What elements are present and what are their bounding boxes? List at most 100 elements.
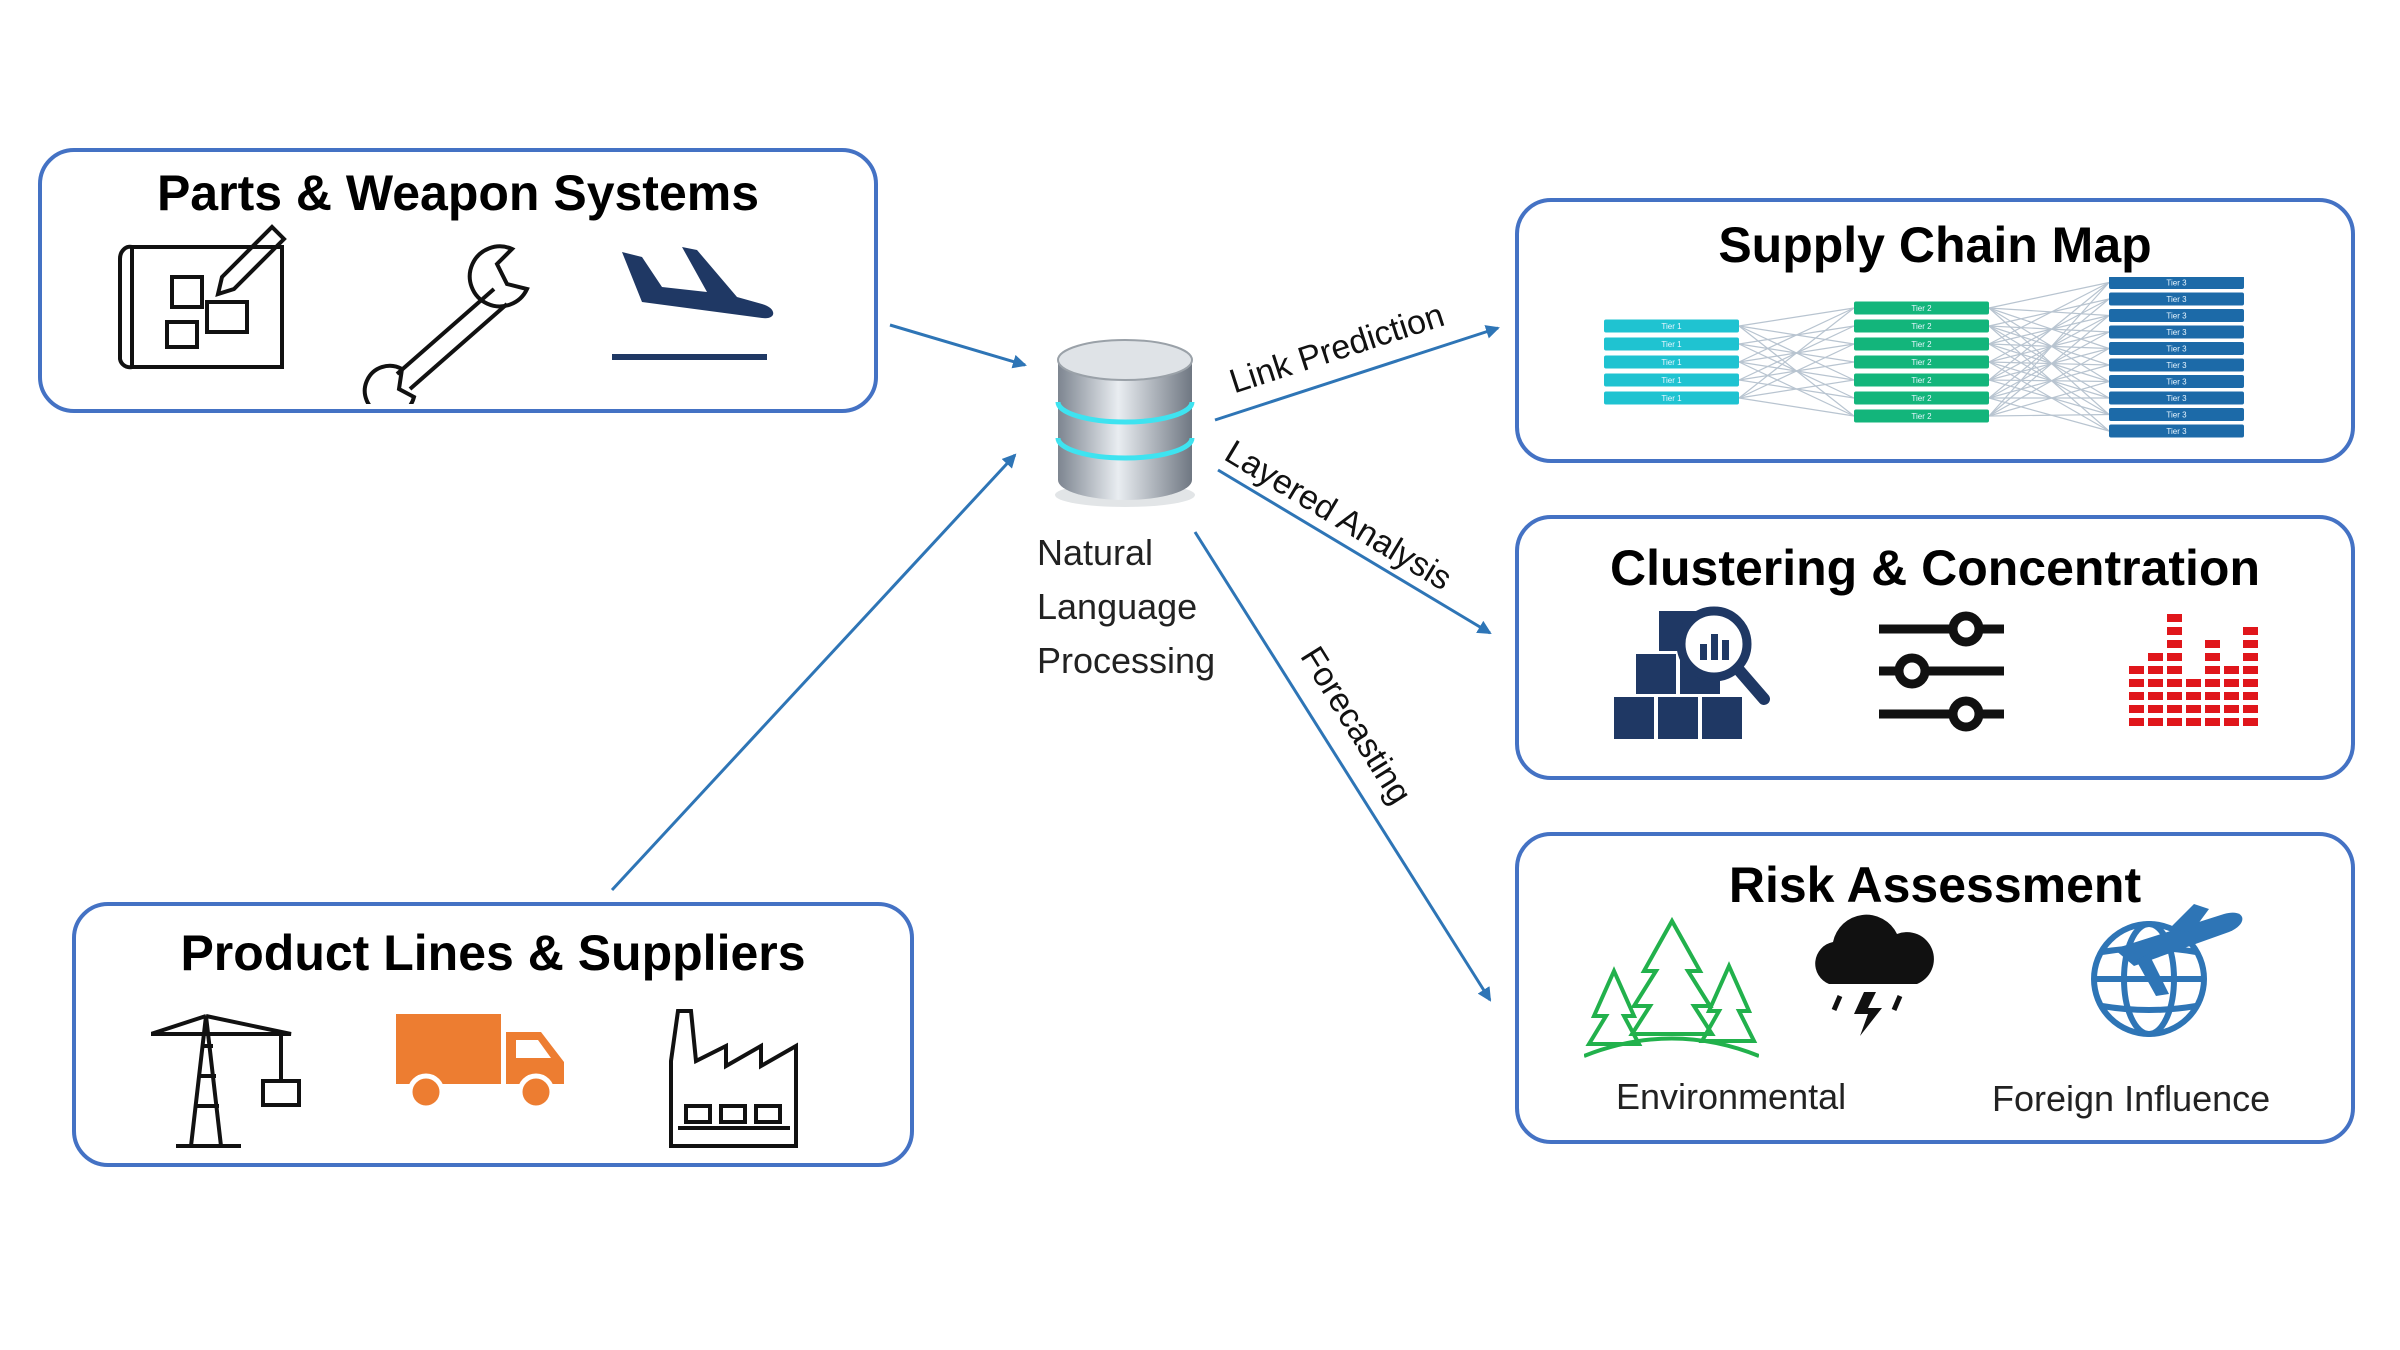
- nlp-label-line-2: Language: [1037, 586, 1198, 627]
- tier-node-label: Tier 2: [1911, 394, 1932, 403]
- tier-node: [2109, 292, 2244, 306]
- equalizer-segment: [2186, 692, 2201, 700]
- tier-node: [1604, 319, 1739, 333]
- tier-node-label: Tier 3: [2166, 411, 2187, 420]
- tier-node: [2109, 277, 2244, 289]
- tier-node: [1854, 391, 1989, 405]
- tier-link: [1738, 343, 1855, 399]
- tier-link: [1988, 307, 2110, 383]
- boxes-magnifier-icon: [1614, 606, 1770, 739]
- equalizer-segment: [2167, 614, 2182, 622]
- equalizer-segment: [2148, 666, 2163, 674]
- equalizer-segment: [2167, 692, 2182, 700]
- tier-link: [1738, 379, 1855, 399]
- tier-link: [1988, 347, 2110, 417]
- tier-node: [1854, 373, 1989, 387]
- tier-link: [1988, 315, 2110, 417]
- tier-node: [2109, 309, 2244, 322]
- equalizer-segment: [2148, 653, 2163, 661]
- tier-link: [1988, 325, 2110, 432]
- clustering-concentration-box: Clustering & Concentration: [1515, 515, 2355, 780]
- tier-node-label: Tier 1: [1661, 394, 1682, 403]
- equalizer-segment: [2224, 679, 2239, 687]
- tier-link: [1988, 331, 2110, 363]
- equalizer-segment: [2129, 718, 2144, 726]
- tier-link: [1988, 397, 2110, 432]
- equalizer-segment: [2148, 718, 2163, 726]
- nlp-label-line-3: Processing: [1037, 640, 1216, 681]
- truck-icon: [396, 1014, 564, 1111]
- tier-link: [1738, 397, 1855, 417]
- equalizer-segment: [2167, 718, 2182, 726]
- tier-node: [1604, 373, 1739, 387]
- database-icon: [1055, 339, 1195, 507]
- tier-node: [2109, 342, 2244, 355]
- tier-node-label: Tier 3: [2166, 378, 2187, 387]
- airplane-landing-icon: [612, 247, 774, 360]
- tier-node: [2109, 408, 2244, 421]
- tier-node: [2109, 391, 2244, 405]
- forest-icon: [1584, 916, 1759, 1058]
- equalizer-segment: [2243, 705, 2258, 713]
- tier-link: [1988, 347, 2110, 381]
- tier-link: [1988, 343, 2110, 383]
- tier-link: [1988, 298, 2110, 327]
- tier-link: [1738, 307, 1855, 327]
- nlp-label-line-1: Natural: [1037, 532, 1154, 573]
- equalizer-segment: [2205, 679, 2220, 687]
- tier-node: [1854, 301, 1989, 315]
- equalizer-segment: [2243, 718, 2258, 726]
- tier-link: [1738, 307, 1855, 363]
- tier-link: [1988, 325, 2110, 399]
- equalizer-segment: [2186, 718, 2201, 726]
- equalizer-bars-icon: [2129, 614, 2258, 726]
- risk-assessment-title: Risk Assessment: [1728, 857, 2142, 913]
- equalizer-segment: [2243, 640, 2258, 648]
- tier-node-label: Tier 1: [1661, 376, 1682, 385]
- tier-node: [1854, 337, 1989, 351]
- tier-link: [1988, 282, 2110, 417]
- tier-node-label: Tier 3: [2166, 345, 2187, 354]
- tier-node-label: Tier 3: [2166, 328, 2187, 337]
- equalizer-segment: [2205, 653, 2220, 661]
- tier-link: [1988, 343, 2110, 416]
- equalizer-segment: [2243, 692, 2258, 700]
- tier-node-label: Tier 2: [1911, 340, 1932, 349]
- tier-link: [1988, 413, 2110, 417]
- tier-node: [2109, 358, 2244, 372]
- tier-link: [1988, 325, 2110, 333]
- equalizer-segment: [2224, 705, 2239, 713]
- tier-node-label: Tier 3: [2166, 295, 2187, 304]
- equalizer-segment: [2148, 705, 2163, 713]
- tier-link: [1988, 325, 2110, 366]
- tier-link: [1988, 343, 2110, 350]
- tier-link: [1988, 281, 2110, 345]
- arrow-products-to-nlp: [610, 453, 1017, 892]
- tier-link: [1988, 307, 2110, 350]
- tier-link: [1988, 307, 2110, 317]
- tier-node: [1854, 319, 1989, 333]
- equalizer-segment: [2148, 692, 2163, 700]
- risk-assessment-box: Risk Assessment Environmental Foreign In…: [1515, 832, 2355, 1144]
- equalizer-segment: [2243, 666, 2258, 674]
- equalizer-segment: [2186, 705, 2201, 713]
- tier-link: [1988, 379, 2110, 383]
- arrow-forecasting: [1193, 531, 1492, 1002]
- equalizer-segment: [2167, 666, 2182, 674]
- equalizer-segment: [2129, 692, 2144, 700]
- storm-cloud-icon: [1815, 914, 1934, 1036]
- tier-node: [2109, 424, 2244, 438]
- environmental-label: Environmental: [1616, 1076, 1847, 1117]
- equalizer-segment: [2129, 679, 2144, 687]
- product-lines-suppliers-title: Product Lines & Suppliers: [180, 925, 806, 981]
- factory-icon: [669, 1009, 798, 1148]
- clustering-concentration-title: Clustering & Concentration: [1609, 540, 2261, 596]
- equalizer-segment: [2224, 666, 2239, 674]
- arrow-link-prediction: [1214, 325, 1500, 422]
- equalizer-segment: [2167, 627, 2182, 635]
- tier-link: [1988, 361, 2110, 366]
- crane-icon: [151, 1014, 301, 1148]
- tier-node-label: Tier 2: [1911, 304, 1932, 313]
